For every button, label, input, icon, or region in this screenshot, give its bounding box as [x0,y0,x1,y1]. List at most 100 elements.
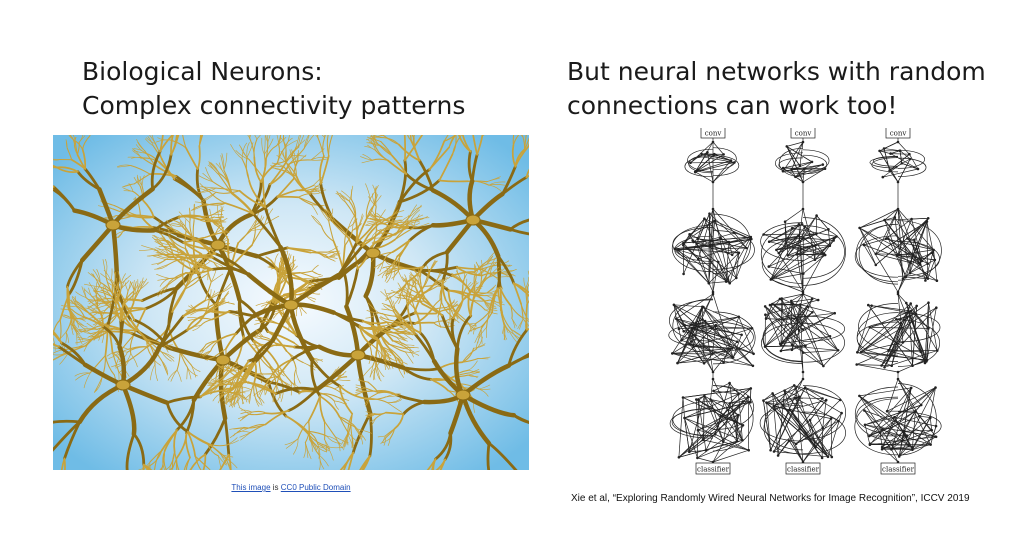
graph-edge [678,401,744,458]
graph-node [882,147,886,150]
graph-node [749,387,753,390]
dendrite-branch [379,261,384,273]
dendrite-branch [335,193,347,204]
graph-edge [697,457,714,463]
graph-node [790,299,793,303]
dendrite-branch [412,214,420,229]
graph-edge [919,415,937,438]
dendrite-branch [486,442,491,470]
graph-node [919,403,923,407]
graph-edge [857,351,928,361]
graph-edge [704,395,724,442]
neuron-soma [365,247,381,259]
graph-edge [927,259,936,279]
dendrite-branch [393,413,405,430]
graph-edge [764,306,781,344]
dendrite-branch [501,311,512,330]
dendrite-branch [95,291,99,309]
dendrite-branch [127,156,142,159]
dendrite-branch [395,315,416,335]
dendrite-branch [496,276,509,279]
dendrite-branch [128,183,134,192]
graph-node [787,439,791,442]
dendrite-branch [373,366,377,381]
graph-edge [729,252,739,284]
dendrite-branch [249,135,252,139]
graph-node [702,362,706,365]
dendrite-branch [167,253,189,259]
graph-node [810,160,814,164]
dendrite-branch [101,325,121,349]
dendrite-branch [398,288,411,295]
dendrite-branch [410,214,424,222]
graph-edge [814,237,835,260]
dendrite-branch [389,428,396,440]
dendrite-branch [381,330,397,338]
dendrite-branch [378,251,394,256]
dendrite-branch [130,353,138,368]
dendrite-branch [238,298,270,333]
dendrite-branch [114,302,122,322]
dendrite-branch [466,322,478,327]
dendrite-branch [100,290,110,294]
graph-edge [786,141,804,147]
dendrite-branch [387,402,403,413]
dendrite-branch [133,173,151,185]
dendrite-branch [255,329,264,338]
dendrite-branch [304,442,312,460]
graph-edge [697,237,721,247]
graph-edge [781,293,804,299]
dendrite-branch [386,270,393,283]
dendrite-branch [507,328,529,367]
license-link[interactable]: CC0 Public Domain [280,483,351,492]
dendrite-branch [507,354,529,367]
graph-node [711,292,715,296]
dendrite-branch [413,268,419,282]
dendrite-branch [264,373,274,389]
image-link[interactable]: This image [231,483,271,492]
dendrite-branch [197,347,208,353]
graph-edge [697,208,714,260]
dendrite-branch [389,300,397,317]
dendrite-branch [274,386,318,395]
graph-edge [681,327,693,341]
graph-node [788,408,792,412]
graph-edge [678,439,743,458]
dendrite-branch [185,309,198,312]
graph-edge [864,416,895,426]
graph-node [747,448,750,452]
dendrite-branch [465,282,474,290]
dendrite-branch [325,445,343,449]
graph-node [935,306,938,309]
dendrite-branch [218,375,235,385]
dendrite-branch [194,455,211,470]
dendrite-branch [377,312,397,317]
graph-edge [684,417,698,459]
graph-edge [830,418,833,458]
graph-edge [915,387,936,412]
graph-edge [714,220,751,238]
graph-edge [864,410,892,450]
dendrite-branch [117,165,132,168]
graph-node [832,239,835,242]
graph-edge [768,266,804,274]
graph-edge [712,160,732,183]
svg-text:classifier: classifier [787,466,820,474]
dendrite-branch [182,135,187,149]
graph-edge [901,162,919,170]
graph-edge [904,431,910,446]
dendrite-branch [381,303,395,308]
graph-edge [869,156,899,169]
dendrite-branch [253,387,265,396]
dendrite-branch [87,327,102,338]
dendrite-branch [246,142,254,159]
dendrite-branch [377,261,384,270]
dendrite-branch [384,428,396,437]
graph-node [867,303,870,307]
graph-edge [911,218,923,261]
dendrite-branch [70,299,77,308]
graph-edge [869,315,910,328]
dendrite-branch [375,366,382,382]
graph-node [751,364,755,368]
graph-node [778,342,782,346]
